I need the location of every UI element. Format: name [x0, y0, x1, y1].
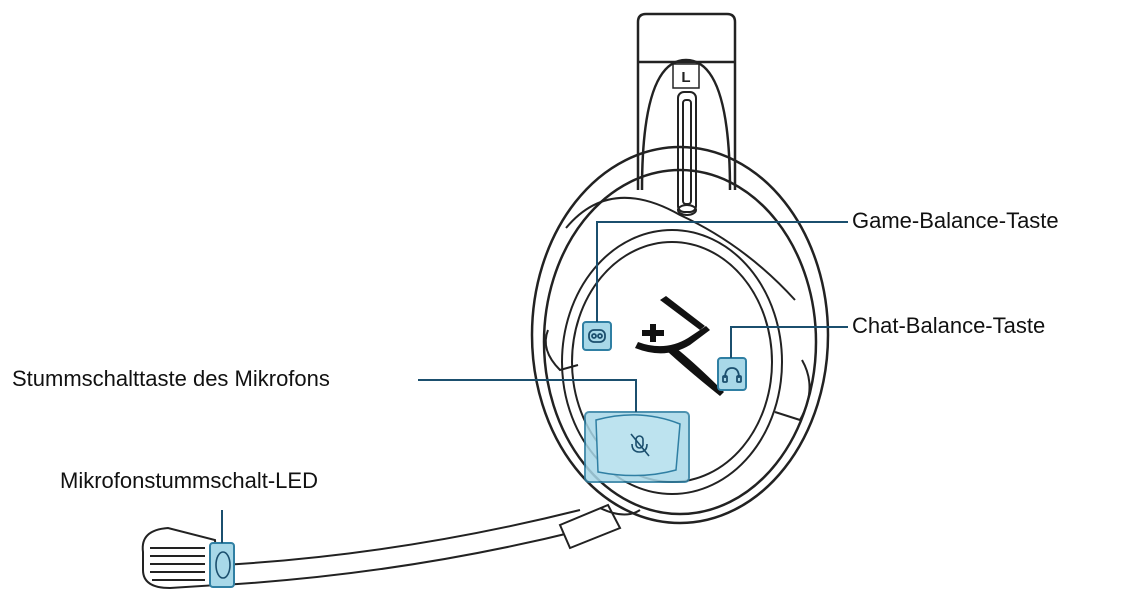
chat-balance-button: [717, 357, 747, 391]
headband-slider: [677, 91, 697, 216]
mic-boom: [141, 503, 641, 590]
hyperx-logo-icon: [635, 296, 724, 396]
ear-side-l-icon: [672, 63, 700, 89]
mic-led-label: Mikrofonstummschalt-LED: [60, 468, 318, 493]
yoke: [544, 196, 811, 422]
chat-balance-label: Chat-Balance-Taste: [852, 313, 1046, 338]
chat-balance-icon: [722, 367, 742, 383]
game-balance-icon: [588, 329, 606, 343]
callout-lines: [221, 221, 848, 543]
game-balance-button: [582, 321, 612, 351]
mic-mute-label: Stummschalttaste des Mikrofons: [12, 366, 330, 391]
game-balance-label: Game-Balance-Taste: [852, 208, 1059, 233]
earcup-outer: [530, 145, 830, 525]
headband: [636, 12, 737, 191]
side-marker-text: L: [681, 69, 690, 86]
mic-mute-icon: [630, 433, 650, 457]
